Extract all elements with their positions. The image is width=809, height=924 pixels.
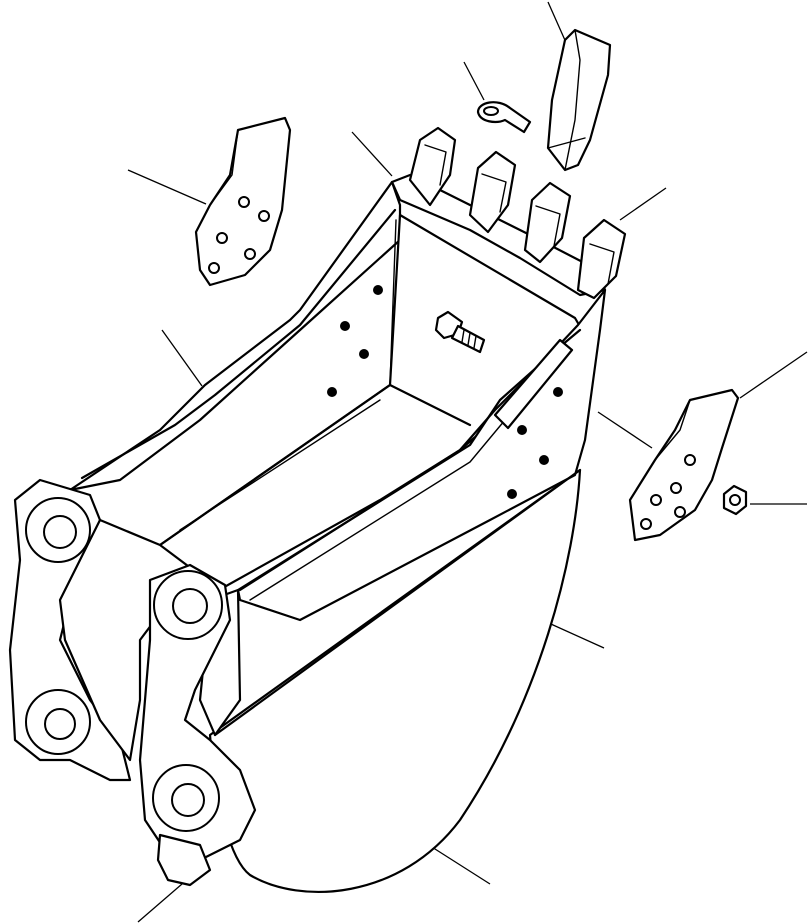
nut — [722, 484, 748, 516]
pin-bore-lower-rear — [44, 708, 76, 740]
bucket-teeth — [408, 126, 627, 300]
pin-bore-lower-front — [171, 783, 205, 817]
cutter-hole — [650, 494, 662, 506]
leader-side-cutter-right — [739, 351, 808, 399]
right-wear-strip — [493, 338, 574, 430]
leader-adapter — [351, 131, 393, 177]
cutter-hole — [670, 482, 682, 494]
side-hole — [539, 455, 549, 465]
pin-bore-upper-rear — [43, 515, 77, 549]
side-hole — [327, 387, 337, 397]
bolt — [434, 310, 486, 354]
leader-bucket-shell — [541, 619, 605, 649]
tooth-adapter — [576, 218, 627, 300]
right-side-plate — [236, 288, 607, 622]
cutter-hole — [238, 196, 250, 208]
leader-cutter-bolt — [597, 411, 653, 449]
leader-bottom-shell — [423, 841, 491, 885]
mounting-brackets — [8, 478, 257, 887]
leader-corner-tooth — [619, 187, 667, 221]
side-hole — [340, 321, 350, 331]
cutter-hole — [216, 232, 228, 244]
side-hole — [517, 425, 527, 435]
cutter-hole — [258, 210, 270, 222]
leader-side-cutter-left — [127, 169, 207, 205]
leader-hinge-boss — [137, 883, 183, 923]
leader-lock-pin — [463, 61, 485, 101]
side-hole — [359, 349, 369, 359]
tooth-adapter — [523, 181, 572, 264]
pin-bore-upper-front — [172, 588, 208, 624]
cutter-hole — [208, 262, 220, 274]
inner-vertical-edge — [389, 219, 397, 386]
cutter-hole — [244, 248, 256, 260]
tooth-adapter — [468, 150, 517, 234]
tooth-point — [546, 28, 612, 172]
cutter-hole — [674, 506, 686, 518]
side-hole — [373, 285, 383, 295]
bucket-body — [68, 173, 607, 894]
bottom-front-edge — [213, 468, 582, 737]
side-cutter-left — [194, 116, 292, 287]
left-side-inner-edge — [80, 208, 397, 480]
leader-side-plate — [161, 329, 203, 387]
tooth-adapter — [408, 126, 457, 207]
cutter-hole — [640, 518, 652, 530]
hinge-lug — [156, 833, 212, 887]
cutter-hole — [684, 454, 696, 466]
inner-floor-shade — [179, 399, 381, 531]
side-hole — [507, 489, 517, 499]
side-cutter-right — [628, 388, 740, 542]
side-hole — [553, 387, 563, 397]
cutting-edge — [390, 173, 607, 297]
lock-pin — [476, 101, 532, 134]
